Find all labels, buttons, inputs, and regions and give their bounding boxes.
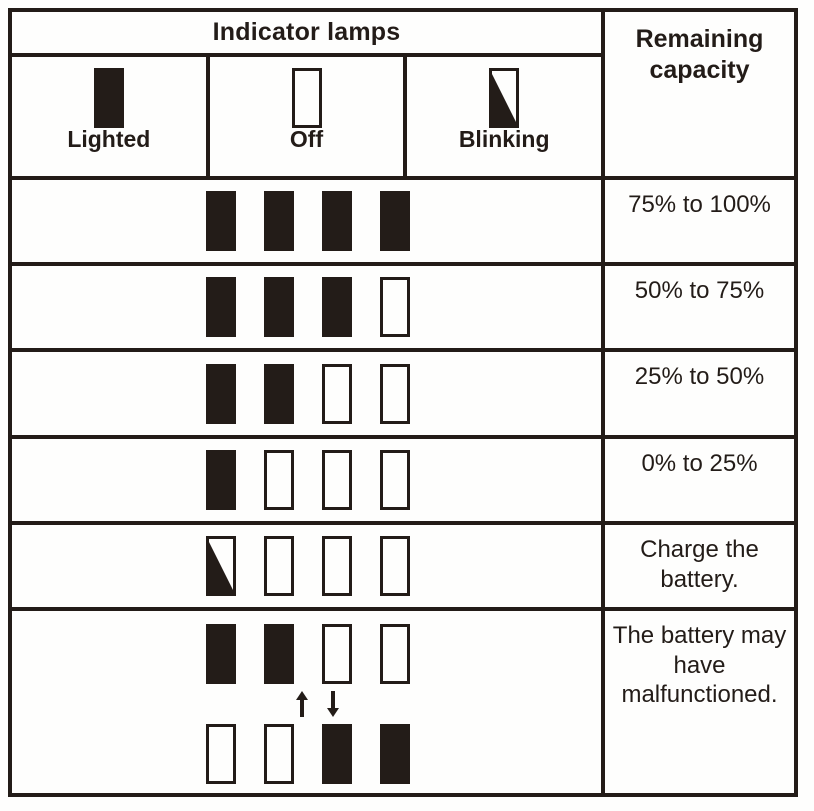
lamp-4-icon [380, 536, 410, 596]
lamp-strip [206, 363, 410, 424]
legend-label-off: Off [289, 126, 324, 152]
lamp-3-icon [322, 624, 352, 684]
lamp-3-icon [322, 363, 352, 424]
lamp-4-icon [380, 191, 410, 251]
row-capacity-cell: 25% to 50% [605, 352, 794, 435]
remaining-capacity-title: Remaining capacity [635, 25, 764, 84]
lamp-3-icon [322, 191, 352, 251]
capacity-value: 0% to 25% [641, 450, 758, 477]
table-row: Charge the battery. [12, 521, 794, 607]
lamp-blinking-icon [489, 68, 520, 128]
legend-cell-off: Off [210, 57, 408, 176]
row-lamp-cell [12, 180, 605, 262]
legend-cell-blinking: Blinking [407, 57, 601, 176]
lamp-strip [206, 191, 410, 251]
table-row: 25% to 50% [12, 348, 794, 435]
legend-cell-lighted: Lighted [12, 57, 210, 176]
lamp-legend-row: Lighted Off Blinking [12, 57, 601, 176]
lamp-off-icon [291, 68, 322, 128]
alternating-arrows [294, 690, 341, 718]
capacity-value: 50% to 75% [634, 277, 765, 304]
row-lamp-cell [12, 525, 605, 607]
table-header-band: Indicator lamps Lighted Off [12, 12, 794, 176]
lamp-3-icon [322, 536, 352, 596]
row-capacity-cell: The battery may have malfunctioned. [605, 611, 794, 797]
lamp-4-icon [380, 624, 410, 684]
capacity-value: Charge the battery. [640, 536, 759, 593]
lamp-alt-3-icon [322, 724, 352, 784]
lamp-4-icon [380, 450, 410, 510]
lamp-strip [206, 536, 410, 596]
row-lamp-cell [12, 352, 605, 435]
table-row: The battery may have malfunctioned. [12, 607, 794, 797]
indicator-lamps-header-group: Indicator lamps Lighted Off [12, 12, 605, 176]
remaining-capacity-header-cell: Remaining capacity [605, 12, 794, 176]
lamp-2-icon [264, 536, 294, 596]
lamp-4-icon [380, 363, 410, 424]
lamp-2-icon [264, 363, 294, 424]
legend-label-lighted: Lighted [67, 126, 151, 152]
lamp-2-icon [264, 450, 294, 510]
lamp-strip [206, 450, 410, 510]
table-row: 75% to 100% [12, 176, 794, 262]
table-row: 0% to 25% [12, 435, 794, 521]
lamp-2-icon [264, 624, 294, 684]
arrow-up-icon [294, 691, 310, 717]
row-lamp-cell [12, 266, 605, 348]
legend-lamp-wrap-off [291, 68, 322, 128]
legend-lamp-wrap-lighted [93, 68, 124, 128]
lamp-strip [206, 277, 410, 337]
row-capacity-cell: 75% to 100% [605, 180, 794, 262]
capacity-value: The battery may have malfunctioned. [612, 622, 787, 709]
lamp-strip-alternate [206, 724, 410, 784]
row-lamp-cell [12, 439, 605, 521]
arrow-down-icon [325, 691, 341, 717]
lamp-1-icon [206, 536, 236, 596]
row-capacity-cell: 50% to 75% [605, 266, 794, 348]
lamp-1-icon [206, 363, 236, 424]
capacity-value: 25% to 50% [634, 363, 765, 390]
battery-status-table: Indicator lamps Lighted Off [8, 8, 798, 797]
lamp-2-icon [264, 191, 294, 251]
lamp-1-icon [206, 277, 236, 337]
capacity-value: 75% to 100% [628, 191, 771, 218]
lamp-1-icon [206, 191, 236, 251]
lamp-alt-2-icon [264, 724, 294, 784]
row-capacity-cell: 0% to 25% [605, 439, 794, 521]
lamp-1-icon [206, 450, 236, 510]
lamp-strip-primary [206, 624, 410, 684]
lamp-alt-4-icon [380, 724, 410, 784]
indicator-lamps-title: Indicator lamps [12, 12, 601, 57]
lamp-2-icon [264, 277, 294, 337]
lamp-lighted-icon [93, 68, 124, 128]
table-row: 50% to 75% [12, 262, 794, 348]
lamp-1-icon [206, 624, 236, 684]
lamp-3-icon [322, 277, 352, 337]
lamp-alt-1-icon [206, 724, 236, 784]
lamp-3-icon [322, 450, 352, 510]
row-capacity-cell: Charge the battery. [605, 525, 794, 607]
lamp-4-icon [380, 277, 410, 337]
legend-label-blinking: Blinking [458, 126, 550, 152]
row-lamp-cell [12, 611, 605, 797]
legend-lamp-wrap-blinking [489, 68, 520, 128]
